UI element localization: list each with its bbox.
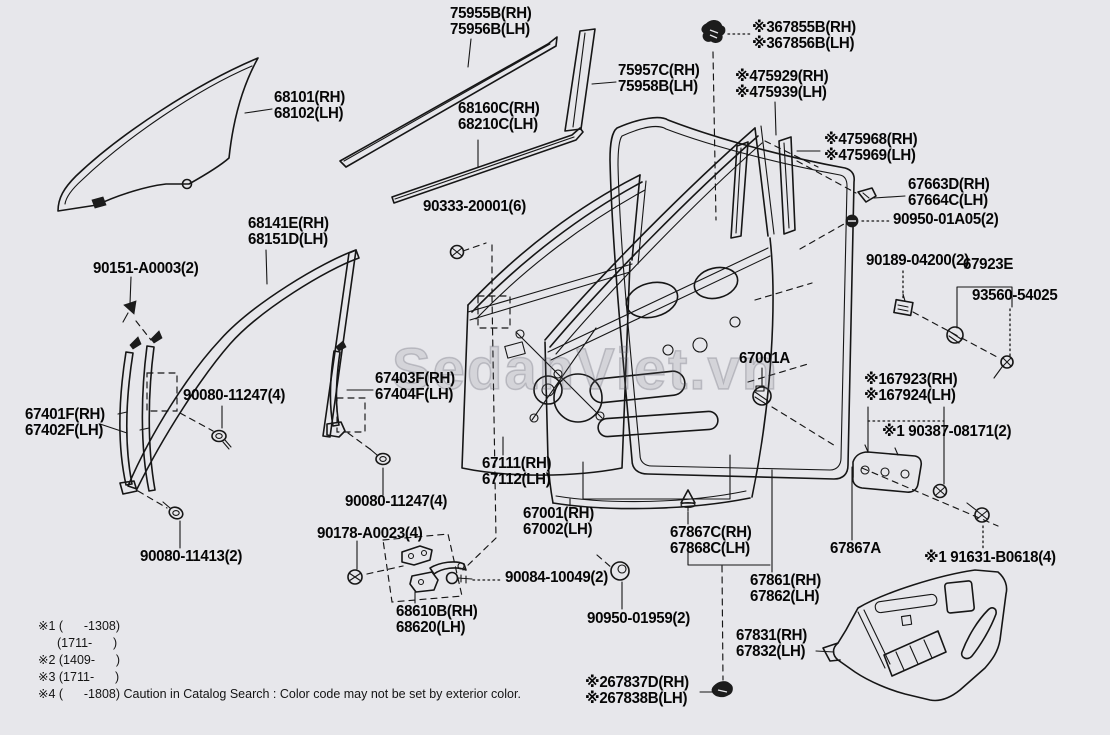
- part-label-75968: ※475968(RH) ※475969(LH): [824, 131, 918, 165]
- part-label-67403F: 67403F(RH) 67404F(LH): [375, 370, 455, 404]
- retainer-bracket-drawing: [852, 444, 923, 493]
- part-label-90178: 90178-A0023(4): [317, 525, 423, 542]
- hinge-parts-drawing: [382, 533, 467, 603]
- part-label-75929: ※475929(RH) ※475939(LH): [735, 68, 829, 102]
- door-glass-drawing: [57, 57, 259, 212]
- upper-frame-molding-drawing: [339, 36, 558, 168]
- grommet-icon: [845, 214, 859, 228]
- door-shell-drawing: [544, 125, 775, 510]
- screw-icon: [449, 244, 465, 260]
- legend-line-3: ※2 (1409- ): [38, 653, 121, 667]
- part-label-90950-01A05: 90950-01A05(2): [893, 211, 999, 228]
- front-frame-bars-drawing: [117, 330, 178, 495]
- part-label-68160C: 68160C(RH) 68210C(LH): [458, 100, 540, 134]
- part-label-67867C: 67867C(RH) 67868C(LH): [670, 524, 752, 558]
- grommet-icon: [610, 561, 630, 581]
- part-label-90387: ※1 90387-08171(2): [882, 423, 1012, 440]
- part-label-67923: ※167923(RH) ※167924(LH): [864, 371, 958, 405]
- part-label-67401F: 67401F(RH) 67402F(LH): [25, 406, 105, 440]
- legend-line-4: ※3 (1711- ): [38, 670, 120, 684]
- part-label-68141E: 68141E(RH) 68151D(LH): [248, 215, 329, 249]
- bolt-icon: [162, 501, 184, 520]
- part-label-90080-11247-a: 90080-11247(4): [183, 387, 286, 404]
- part-label-90333: 90333-20001(6): [423, 198, 526, 215]
- bolt-icon: [211, 429, 232, 450]
- part-label-67837D: ※267837D(RH) ※267838B(LH): [585, 674, 689, 708]
- part-label-91631: ※1 91631-B0618(4): [924, 549, 1056, 566]
- bolt-icon: [369, 448, 391, 466]
- screw-icon: [993, 355, 1014, 379]
- part-label-90084: 90084-10049(2): [505, 569, 608, 586]
- watermark: SedanViet.vn: [391, 336, 780, 403]
- dashed-lines: [135, 51, 1000, 681]
- part-label-90080-11247-b: 90080-11247(4): [345, 493, 448, 510]
- part-label-93560: 93560-54025: [972, 287, 1058, 304]
- part-label-75957C: 75957C(RH) 75958B(LH): [618, 62, 700, 96]
- legend-line-1: ※1 ( -1308): [38, 619, 121, 633]
- glass-run-channel-drawing: [127, 249, 360, 490]
- part-label-90950-01959: 90950-01959(2): [587, 610, 690, 627]
- part-label-75955B: 75955B(RH) 75956B(LH): [450, 5, 532, 39]
- push-pin-icon: [680, 489, 696, 512]
- door-inner-panel-drawing: [461, 174, 647, 476]
- part-label-90080-11413: 90080-11413(2): [140, 548, 243, 565]
- leader-lines: [99, 38, 1013, 693]
- trim-panel-drawing: [822, 569, 1008, 702]
- legend-line-5: ※4 ( -1808) Caution in Catalog Search : …: [38, 687, 521, 701]
- rear-frame-bar-drawing: [326, 340, 366, 438]
- part-label-67831: 67831(RH) 67832(LH): [736, 627, 807, 661]
- arrow-clip-icon: [857, 187, 877, 203]
- pillar-tapes-drawing: [730, 136, 796, 239]
- part-label-67001A: 67001A: [739, 350, 790, 367]
- screw-icon: [932, 483, 948, 499]
- part-label-67861: 67861(RH) 67862(LH): [750, 572, 821, 606]
- door-weatherstrip-drawing: [609, 116, 855, 480]
- part-label-67855B: ※367855B(RH) ※367856B(LH): [752, 19, 856, 53]
- part-label-67111: 67111(RH) 67112(LH): [482, 455, 552, 489]
- dotted-leaders: [472, 33, 1011, 581]
- part-label-68610B: 68610B(RH) 68620(LH): [396, 603, 478, 637]
- part-label-90189: 90189-04200(2): [866, 252, 969, 269]
- part-label-67923E: 67923E: [963, 256, 1014, 273]
- bolt-icon: [445, 571, 473, 585]
- legend-line-2: (1711- ): [57, 636, 118, 650]
- part-label-67001: 67001(RH) 67002(LH): [523, 505, 594, 539]
- part-label-67663D: 67663D(RH) 67664C(LH): [908, 176, 990, 210]
- clip-icon: [701, 20, 726, 43]
- part-label-68101: 68101(RH) 68102(LH): [274, 89, 345, 123]
- clip-icon: [711, 681, 733, 698]
- belt-molding-drawing: [391, 127, 584, 204]
- clip-nut-icon: [893, 293, 914, 317]
- pillar-tape-drawing: [564, 28, 596, 132]
- nut-icon: [347, 569, 363, 585]
- screw-icon: [966, 502, 990, 523]
- part-label-67867A: 67867A: [830, 540, 881, 557]
- part-label-90151: 90151-A0003(2): [93, 260, 199, 277]
